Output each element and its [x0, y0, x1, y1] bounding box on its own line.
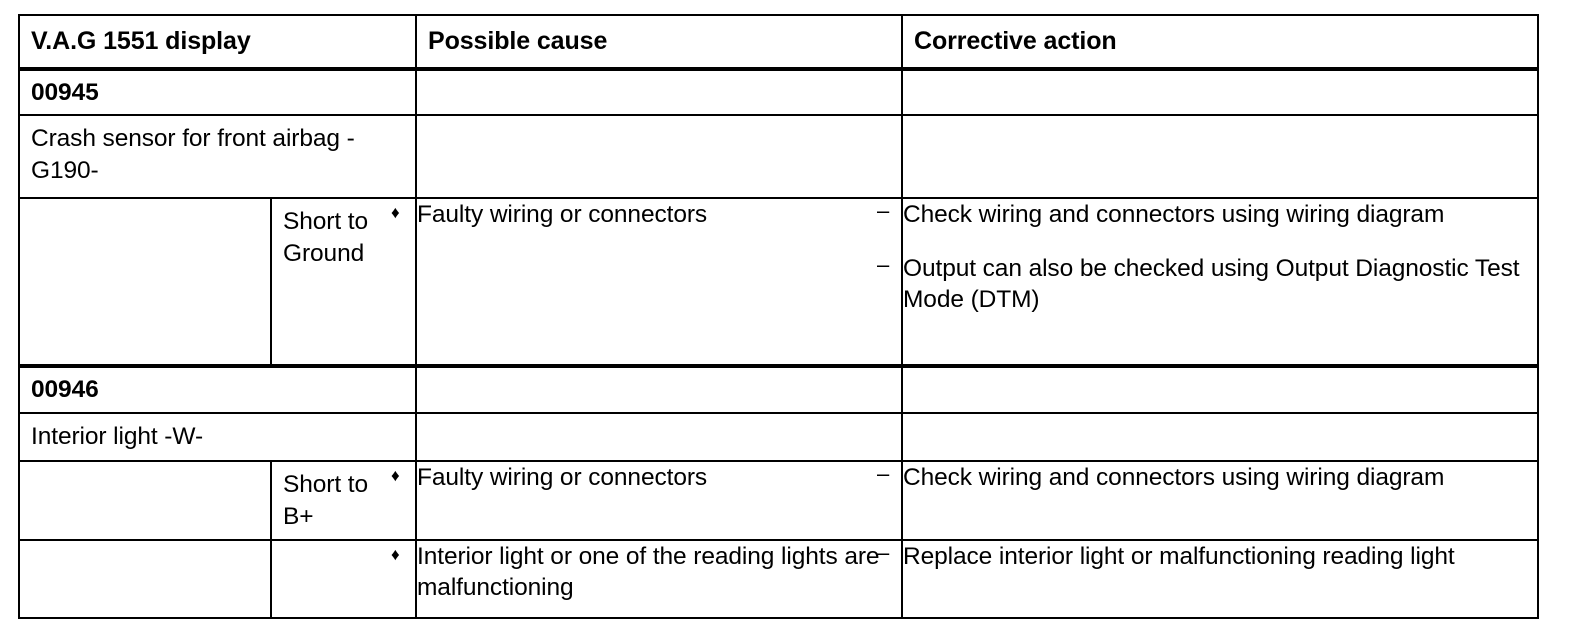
fault-code-cell: 00945 — [18, 67, 417, 117]
list-item-text: Faulty wiring or connectors — [417, 464, 708, 492]
table-row: 00945 — [18, 67, 1539, 117]
column-header-corrective-action: Corrective action — [901, 14, 1539, 71]
possible-cause-cell: ♦ Interior light or one of the reading li… — [391, 538, 903, 619]
corrective-action-cell-empty — [901, 67, 1539, 117]
table-row: Short to B+ ♦ Faulty wiring or connectors… — [18, 460, 1539, 541]
list-item: –Check wiring and connectors using wirin… — [877, 198, 1537, 230]
list-item-text: Interior light or one of the reading lig… — [417, 542, 880, 602]
list-item: ♦ Faulty wiring or connectors — [391, 199, 901, 230]
fault-description-text: Interior light -W- — [31, 423, 204, 451]
fault-spacer-cell — [18, 538, 272, 619]
fault-description-text: Crash sensor for front airbag - G190- — [31, 125, 355, 185]
column-header-possible-cause-label: Possible cause — [428, 27, 608, 55]
possible-cause-list: ♦ Faulty wiring or connectors — [391, 199, 901, 230]
column-header-vag-display: V.A.G 1551 display — [18, 14, 417, 71]
fault-code-cell: 00946 — [18, 364, 417, 415]
fault-type-label: Short to B+ — [283, 471, 368, 531]
possible-cause-cell-empty — [415, 412, 903, 463]
list-item: ♦ Interior light or one of the reading li… — [391, 541, 901, 604]
list-item: –Check wiring and connectors using wirin… — [877, 461, 1537, 493]
list-item-text: Replace interior light or malfunctioning… — [903, 542, 1455, 570]
fault-code-value: 00945 — [31, 78, 99, 106]
fault-type-cell: Short to B+ — [270, 460, 417, 541]
corrective-action-list: –Check wiring and connectors using wirin… — [877, 461, 1537, 493]
possible-cause-cell-empty — [415, 364, 903, 415]
dash-bullet-icon: – — [877, 251, 890, 277]
table-row: Crash sensor for front airbag - G190- — [18, 114, 1539, 200]
corrective-action-cell-empty — [901, 412, 1539, 463]
fault-spacer-cell — [18, 460, 272, 541]
possible-cause-list: ♦ Faulty wiring or connectors — [391, 462, 901, 493]
column-header-vag-display-label: V.A.G 1551 display — [31, 27, 251, 55]
corrective-action-cell-empty — [901, 114, 1539, 200]
list-item-text: Check wiring and connectors using wiring… — [903, 464, 1445, 492]
list-item: ♦ Faulty wiring or connectors — [391, 462, 901, 493]
table-row: 00946 — [18, 364, 1539, 415]
dash-bullet-icon: – — [877, 461, 890, 487]
possible-cause-cell: ♦ Faulty wiring or connectors — [391, 197, 903, 368]
corrective-action-list: –Check wiring and connectors using wirin… — [877, 198, 1537, 316]
fault-type-cell — [270, 538, 417, 619]
diamond-bullet-icon: ♦ — [391, 203, 400, 223]
corrective-action-cell: –Check wiring and connectors using wirin… — [877, 197, 1539, 368]
column-header-possible-cause: Possible cause — [415, 14, 903, 71]
fault-type-label: Short to Ground — [283, 208, 368, 268]
corrective-action-list: –Replace interior light or malfunctionin… — [877, 540, 1537, 572]
fault-description-cell: Interior light -W- — [18, 412, 417, 463]
fault-code-table: V.A.G 1551 display Possible cause Correc… — [18, 14, 1539, 619]
fault-code-value: 00946 — [31, 376, 99, 404]
list-item: –Replace interior light or malfunctionin… — [877, 540, 1537, 572]
list-item-text: Output can also be checked using Output … — [903, 254, 1520, 314]
dash-bullet-icon: – — [877, 539, 890, 565]
list-item-text: Check wiring and connectors using wiring… — [903, 201, 1445, 229]
table-row: Interior light -W- — [18, 412, 1539, 463]
fault-type-cell: Short to Ground — [270, 197, 417, 368]
fault-description-cell: Crash sensor for front airbag - G190- — [18, 114, 417, 200]
dash-bullet-icon: – — [877, 198, 890, 224]
corrective-action-cell: –Check wiring and connectors using wirin… — [877, 460, 1539, 541]
possible-cause-list: ♦ Interior light or one of the reading li… — [391, 541, 901, 604]
diamond-bullet-icon: ♦ — [391, 466, 400, 486]
diamond-bullet-icon: ♦ — [391, 544, 400, 564]
fault-spacer-cell — [18, 197, 272, 368]
corrective-action-cell-empty — [901, 364, 1539, 415]
table-header-row: V.A.G 1551 display Possible cause Correc… — [18, 14, 1539, 71]
possible-cause-cell-empty — [415, 114, 903, 200]
possible-cause-cell: ♦ Faulty wiring or connectors — [391, 460, 903, 541]
corrective-action-cell: –Replace interior light or malfunctionin… — [877, 538, 1539, 619]
column-header-corrective-action-label: Corrective action — [914, 27, 1117, 55]
list-item: –Output can also be checked using Output… — [877, 252, 1537, 316]
table-row: ♦ Interior light or one of the reading li… — [18, 538, 1539, 619]
table-row: Short to Ground ♦ Faulty wiring or connec… — [18, 197, 1539, 368]
possible-cause-cell-empty — [415, 67, 903, 117]
list-item-text: Faulty wiring or connectors — [417, 201, 708, 229]
